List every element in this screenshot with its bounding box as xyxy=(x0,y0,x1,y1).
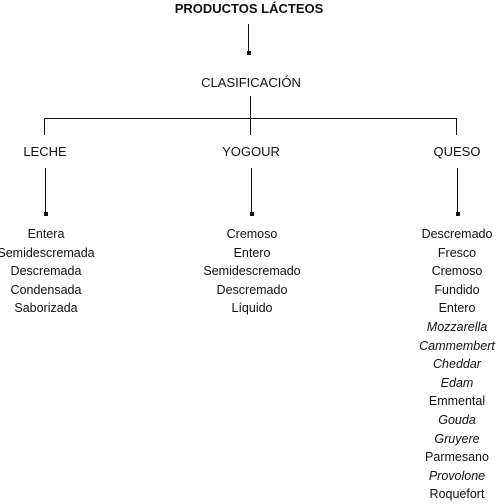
list-item: Gouda xyxy=(438,412,476,427)
branch-drop-yogour xyxy=(250,118,251,135)
list-item: Gruyere xyxy=(434,431,480,446)
category-queso: QUESO xyxy=(433,144,481,159)
category-yogour: YOGOUR xyxy=(222,144,280,159)
yogour-connector-end xyxy=(250,212,254,216)
list-item: Entero xyxy=(233,245,271,260)
yogour-connector xyxy=(251,168,252,214)
root-connector-end xyxy=(247,51,251,55)
list-item: Saborizada xyxy=(14,301,78,316)
list-item: Semidescremada xyxy=(0,245,95,260)
branch-drop-leche xyxy=(44,118,45,135)
list-item: Cremoso xyxy=(431,264,483,279)
list-item: Fundido xyxy=(434,282,480,297)
classification-connector xyxy=(250,96,251,118)
list-item: Emmental xyxy=(428,394,486,409)
leche-connector-end xyxy=(44,212,48,216)
root-node: PRODUCTOS LÁCTEOS xyxy=(174,1,324,16)
list-item: Mozzarella xyxy=(426,319,488,334)
list-item: Descremado xyxy=(421,227,493,241)
category-leche: LECHE xyxy=(23,144,67,159)
list-item: Entera xyxy=(27,227,65,241)
list-item: Edam xyxy=(440,375,474,390)
list-item: Fresco xyxy=(437,245,477,260)
list-item: Cheddar xyxy=(433,357,481,372)
queso-connector-end xyxy=(456,212,460,216)
list-item: Cammembert xyxy=(419,338,495,353)
list-item: Descremada xyxy=(10,264,82,279)
classification-node: CLASIFICACIÓN xyxy=(201,75,301,90)
list-item: Roquefort xyxy=(429,487,485,502)
list-item: Provolone xyxy=(428,468,486,483)
list-item: Parmesano xyxy=(425,450,489,465)
root-connector xyxy=(248,24,249,52)
leche-connector xyxy=(45,168,46,214)
list-item: Cremoso xyxy=(226,227,278,241)
branch-drop-queso xyxy=(456,118,457,135)
list-item: Líquido xyxy=(231,301,273,316)
queso-connector xyxy=(457,168,458,214)
list-item: Descremado xyxy=(216,282,288,297)
list-item: Semidescremado xyxy=(203,264,301,279)
list-item: Entero xyxy=(438,301,476,316)
list-item: Condensada xyxy=(10,282,82,297)
